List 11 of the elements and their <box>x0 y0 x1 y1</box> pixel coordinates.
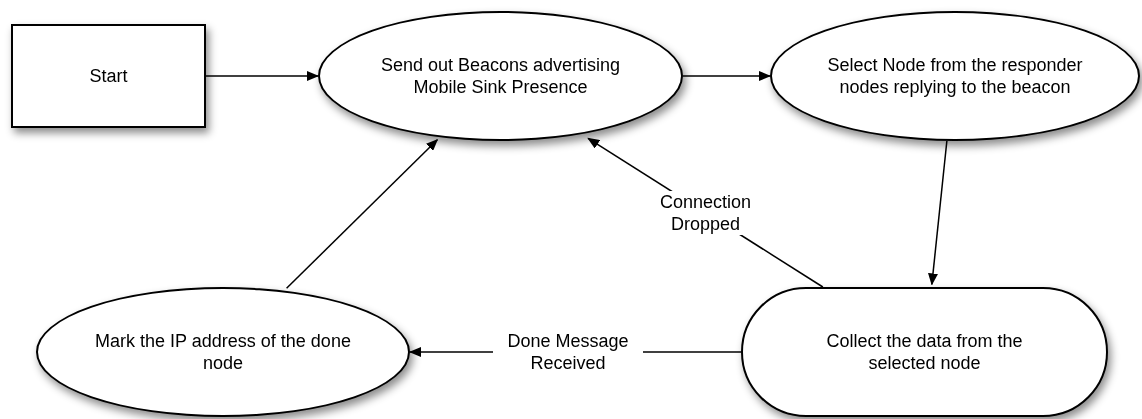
node-text: Collect the data from the selected node <box>825 330 1024 374</box>
node-text: Mark the IP address of the done node <box>94 330 352 374</box>
node-text: Send out Beacons advertising Mobile Sink Presence <box>379 54 622 98</box>
node-text: Start <box>89 65 128 87</box>
arrow <box>205 71 319 81</box>
start-box <box>11 24 206 128</box>
process-pill <box>741 287 1108 417</box>
node-text: Select Node from the responder nodes replying to the beacon <box>826 54 1084 98</box>
arrow <box>928 140 948 286</box>
arrow <box>682 71 771 81</box>
arrow <box>285 138 439 290</box>
